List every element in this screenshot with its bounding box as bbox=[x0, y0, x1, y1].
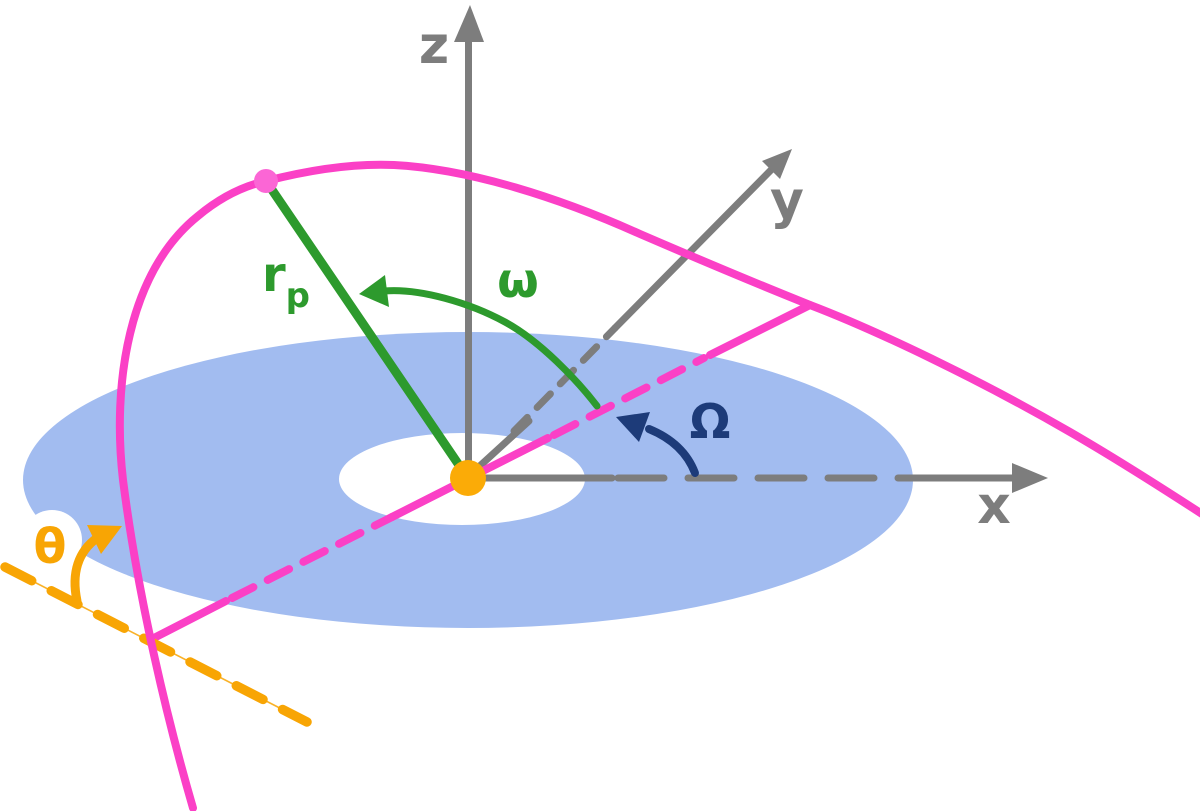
x-axis-label: x bbox=[977, 476, 1011, 536]
node-line-dashed-near bbox=[228, 513, 396, 602]
node-line-solid-near bbox=[146, 597, 230, 644]
periapsis-radius-label: rp bbox=[262, 247, 310, 316]
periapsis-radius-subscript: p bbox=[286, 276, 310, 316]
y-axis-solid-outer bbox=[611, 166, 775, 332]
theta-arrow bbox=[70, 533, 102, 606]
z-axis-label: z bbox=[419, 16, 449, 76]
ascending-node-arrowhead bbox=[616, 412, 650, 442]
periapsis-radius-line bbox=[261, 176, 468, 476]
x-axis-arrowhead bbox=[1012, 463, 1048, 493]
reference-dashed-line bbox=[0, 562, 312, 727]
theta-label: θ bbox=[34, 519, 67, 575]
omega-arc-arrowhead bbox=[359, 275, 389, 307]
omega-arc bbox=[380, 287, 601, 410]
ascending-node-label: Ω bbox=[690, 394, 731, 450]
z-axis-arrowhead bbox=[454, 5, 484, 42]
central-body-dot bbox=[450, 460, 486, 496]
node-line-solid-far bbox=[706, 301, 814, 359]
y-axis-arrowhead bbox=[762, 149, 792, 179]
ascending-node-arrow bbox=[645, 425, 699, 477]
y-axis-dashed bbox=[510, 324, 619, 435]
y-axis-label: y bbox=[770, 171, 804, 231]
theta-arrowhead bbox=[87, 525, 122, 554]
orbiting-body-dot bbox=[254, 169, 278, 193]
orbit-path bbox=[115, 160, 1200, 811]
node-line-dashed-far bbox=[550, 354, 708, 439]
periapsis-radius-r: r bbox=[262, 247, 286, 303]
omega-label: ω bbox=[497, 253, 539, 309]
theta-label-backdrop bbox=[22, 510, 82, 570]
